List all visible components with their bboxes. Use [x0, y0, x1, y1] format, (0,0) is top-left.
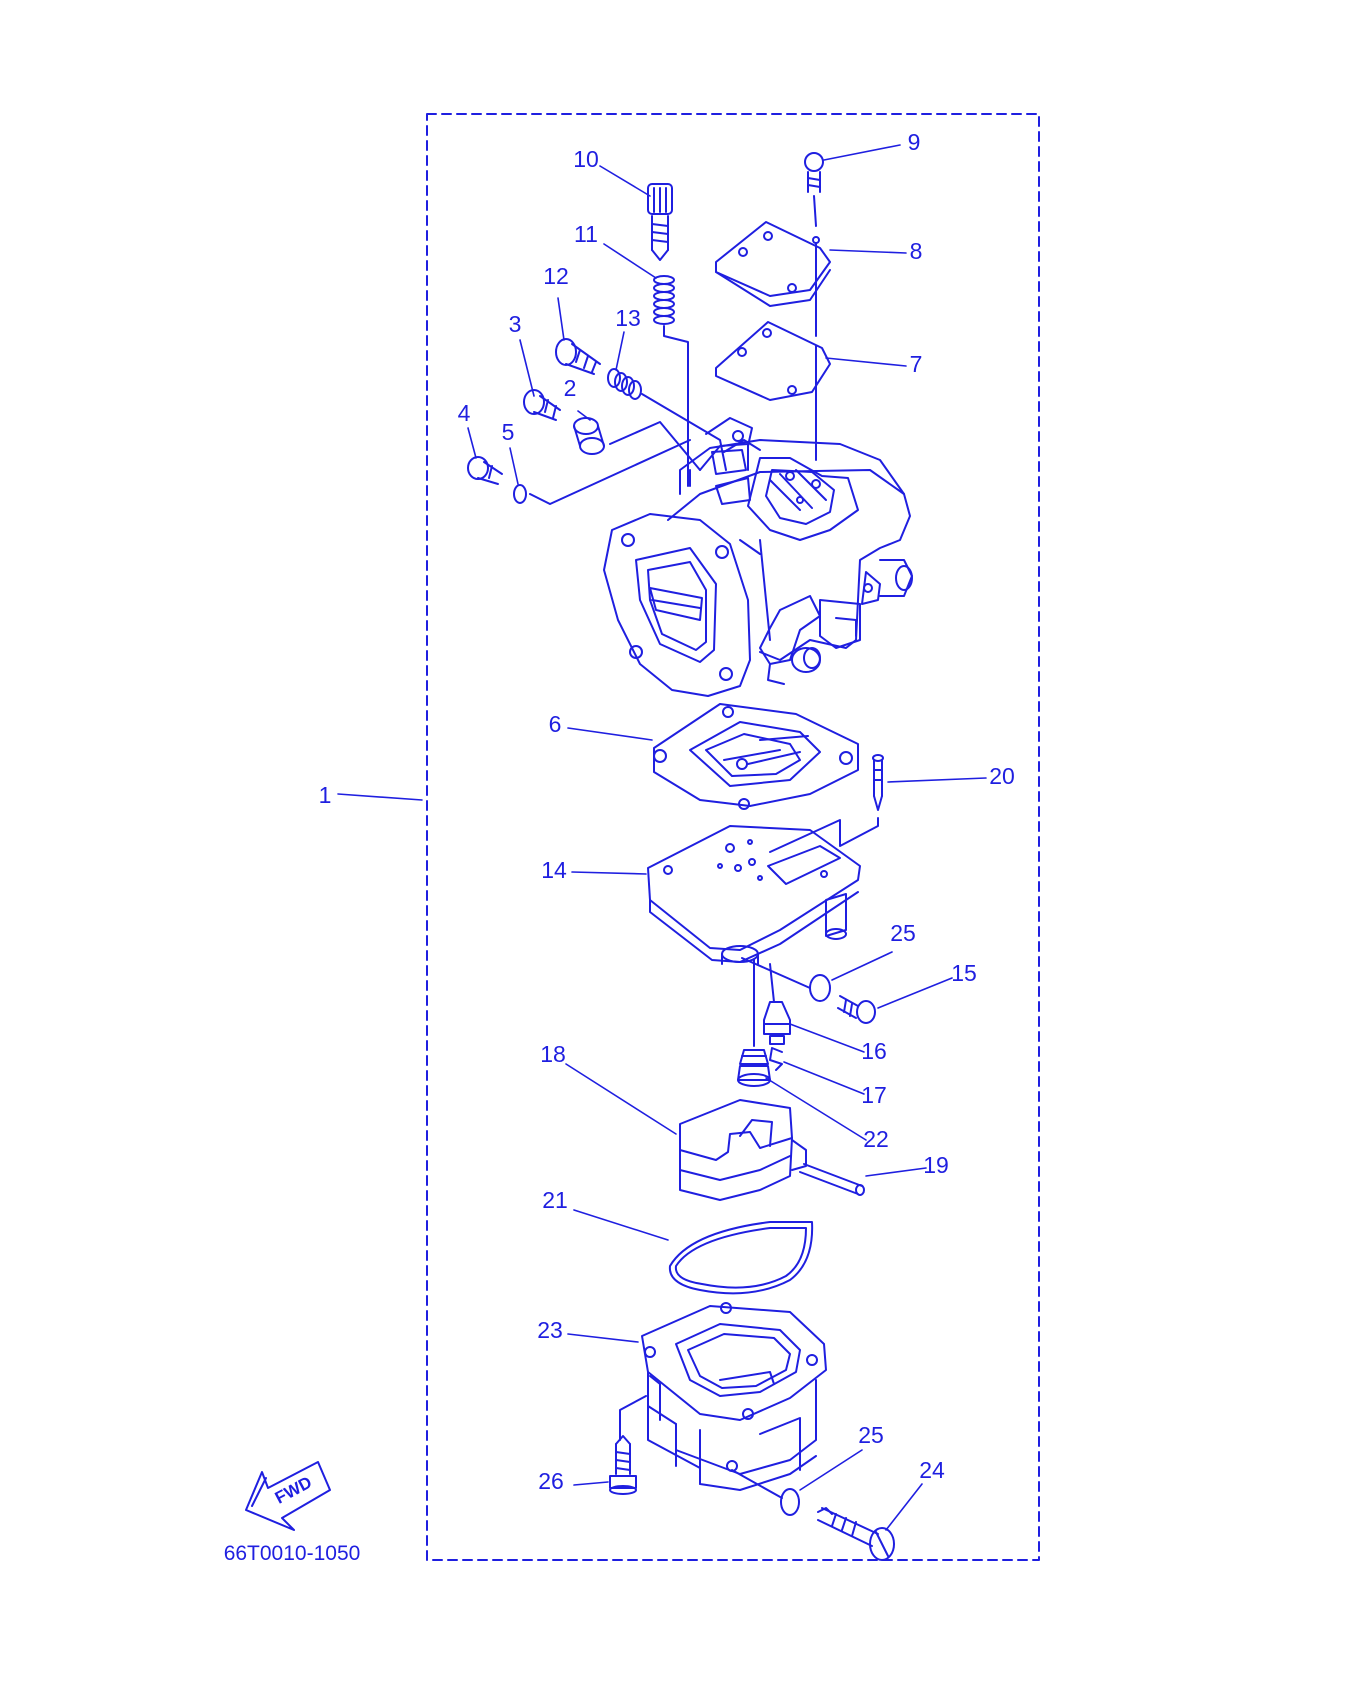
part-10-pilot-screw — [647, 183, 673, 261]
part-7-gasket — [715, 321, 831, 401]
part-3-screw — [523, 389, 561, 421]
callout-7: 7 — [910, 351, 923, 377]
part-19-float-pin — [799, 1163, 865, 1196]
callout-20: 20 — [989, 763, 1015, 789]
fwd-arrow-icon — [245, 1461, 331, 1531]
part-4-screw — [467, 456, 503, 485]
part-16-valve-seat — [763, 1001, 791, 1045]
callout-12: 12 — [543, 263, 569, 289]
part-2-collar — [573, 417, 605, 455]
part-5-washer — [513, 484, 527, 504]
part-8-cover-plate — [715, 221, 831, 307]
callout-22: 22 — [863, 1126, 889, 1152]
callout-18: 18 — [540, 1041, 566, 1067]
part-code: 66T0010-1050 — [224, 1542, 361, 1565]
callout-16: 16 — [861, 1038, 887, 1064]
callout-8: 8 — [910, 238, 923, 264]
callout-17: 17 — [861, 1082, 887, 1108]
carburetor-body — [603, 417, 913, 697]
callout-11: 11 — [574, 221, 598, 247]
part-17-clip — [769, 1047, 783, 1071]
callout-10: 10 — [573, 146, 599, 172]
part-25-washer-upper — [809, 974, 831, 1002]
callout-26: 26 — [538, 1468, 564, 1494]
callout-19: 19 — [923, 1152, 949, 1178]
part-24-screw — [817, 1507, 895, 1561]
part-22-main-jet — [737, 1049, 771, 1087]
callout-6: 6 — [549, 711, 562, 737]
callout-1: 1 — [319, 782, 332, 808]
callout-25-upper: 25 — [890, 920, 916, 946]
assembly-boundary — [426, 113, 1040, 1561]
callout-24: 24 — [919, 1457, 945, 1483]
part-26-drain-screw — [609, 1435, 637, 1495]
part-25-washer-lower — [780, 1488, 800, 1516]
part-14-needle-plate — [647, 825, 861, 965]
part-15-screw — [837, 995, 876, 1024]
part-12-screw — [555, 338, 601, 375]
callout-14: 14 — [541, 857, 567, 883]
part-18-float — [679, 1099, 807, 1201]
callout-23: 23 — [537, 1317, 563, 1343]
part-11-spring — [653, 275, 675, 325]
callout-4: 4 — [458, 400, 471, 426]
part-21-float-bowl-gasket — [668, 1221, 814, 1295]
callout-21: 21 — [542, 1187, 568, 1213]
part-20-needle — [872, 754, 884, 811]
callout-2: 2 — [564, 375, 577, 401]
callout-25-lower: 25 — [858, 1422, 884, 1448]
callout-3: 3 — [509, 311, 522, 337]
callout-9: 9 — [908, 129, 921, 155]
callout-5: 5 — [502, 419, 515, 445]
part-9-screw — [804, 152, 824, 227]
callout-13: 13 — [615, 305, 641, 331]
part-23-float-bowl — [619, 1302, 827, 1491]
part-6-gasket — [653, 703, 859, 810]
callout-15: 15 — [951, 960, 977, 986]
part-13-spring — [607, 368, 642, 400]
